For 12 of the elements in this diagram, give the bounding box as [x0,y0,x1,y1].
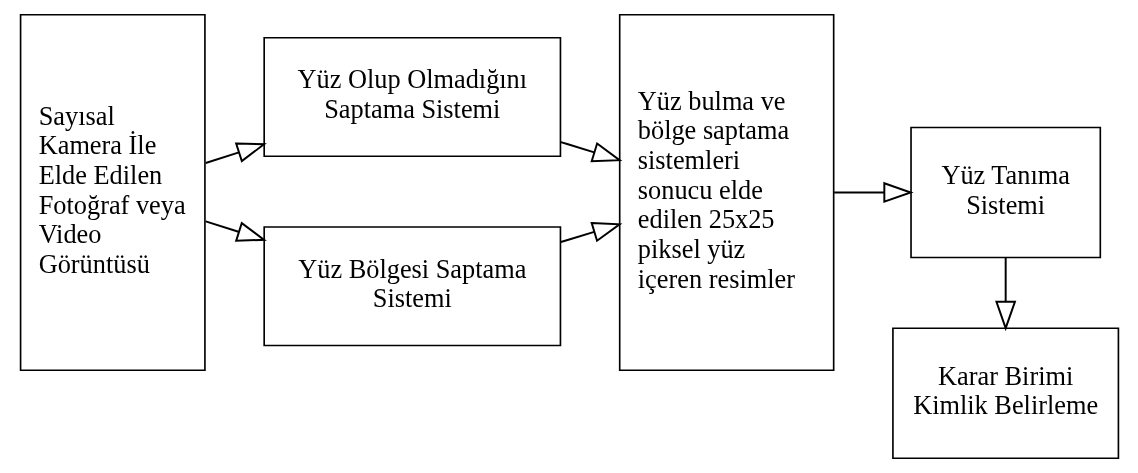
node-box: Sayısal Kamera İle Elde Edilen Fotoğraf veya Video Görüntüsü [19,13,206,372]
node-box: Yüz Olup Olmadığını Saptama Sistemi [262,36,561,158]
arrow [204,142,267,165]
arrow [204,220,267,242]
arrow [994,256,1016,332]
arrow [832,181,914,204]
arrow [559,222,622,243]
arrow [559,141,622,163]
node-box: Karar Birimi Kimlik Belirleme [891,327,1119,460]
node-box: Yüz Tanıma Sistemi [909,126,1101,259]
node-box: Yüz bulma ve bölge saptama sistemleri sonucu elde edilen 25x25 piksel yüz içeren resimler [618,13,834,372]
node-box: Yüz Bölgesi Saptama Sistemi [262,226,561,347]
